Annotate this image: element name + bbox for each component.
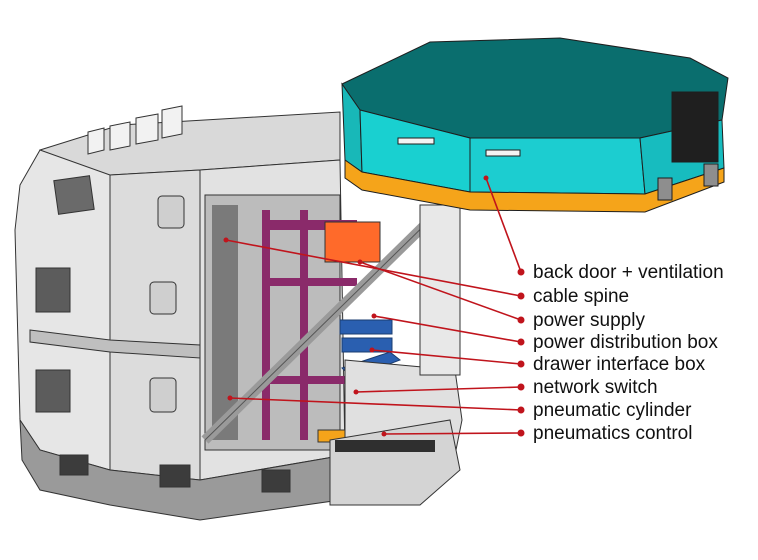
leader-anchor bbox=[227, 395, 233, 401]
back-door-assembly bbox=[341, 37, 729, 213]
door-bracket bbox=[657, 177, 673, 201]
leader-dot bbox=[517, 406, 525, 414]
callout-label: pneumatic cylinder bbox=[533, 400, 692, 421]
rack-crossbar bbox=[262, 278, 357, 286]
cable-duct bbox=[335, 440, 435, 452]
base-pad bbox=[59, 454, 89, 476]
leader-line bbox=[359, 261, 522, 321]
roof-box bbox=[87, 127, 105, 155]
leader-anchor bbox=[357, 259, 363, 265]
callout-label: cable spine bbox=[533, 286, 629, 307]
callout-label: back door + ventilation bbox=[533, 262, 724, 283]
cable-comb bbox=[212, 205, 238, 440]
leader-dot bbox=[517, 383, 525, 391]
blue-module bbox=[341, 337, 393, 353]
roof-box bbox=[109, 121, 131, 151]
side-shelf bbox=[29, 329, 201, 359]
callout-power-supply: power supply bbox=[357, 259, 645, 331]
vent-upper bbox=[35, 267, 71, 313]
rack-interior bbox=[201, 194, 463, 506]
access-plate bbox=[149, 281, 177, 315]
rack-crossbar bbox=[262, 220, 357, 230]
access-plate bbox=[149, 377, 177, 413]
callout-cable-spine: cable spine bbox=[223, 237, 629, 307]
callout-power-distribution-box: power distribution box bbox=[371, 313, 718, 353]
callout-label: pneumatics control bbox=[533, 423, 692, 444]
callout-drawer-interface-box: drawer interface box bbox=[369, 347, 706, 375]
base-pad bbox=[261, 469, 291, 493]
door-side-face bbox=[469, 137, 646, 195]
leader-anchor bbox=[483, 175, 489, 181]
callout-label: power supply bbox=[533, 310, 645, 331]
callout-label: drawer interface box bbox=[533, 354, 706, 375]
roof-box bbox=[135, 113, 159, 145]
callout-network-switch: network switch bbox=[353, 377, 658, 398]
blue-module bbox=[339, 319, 393, 335]
leader-anchor bbox=[369, 347, 375, 353]
leader-dot bbox=[517, 338, 525, 346]
rack-rail bbox=[262, 210, 270, 440]
leader-anchor bbox=[353, 389, 359, 395]
ventilation-grille bbox=[671, 91, 719, 163]
vent-top bbox=[53, 175, 95, 215]
callout-back-door-ventilation: back door + ventilation bbox=[483, 175, 724, 283]
diagonal-strut-edge bbox=[204, 209, 441, 441]
base-pad bbox=[159, 464, 191, 488]
door-handle bbox=[397, 137, 435, 145]
leader-line bbox=[225, 239, 522, 297]
leader-dot bbox=[517, 268, 525, 276]
door-band bbox=[344, 159, 725, 213]
access-plate bbox=[157, 195, 185, 229]
callout-label: network switch bbox=[533, 377, 658, 398]
callout-pneumatic-cylinder: pneumatic cylinder bbox=[227, 395, 692, 421]
callout-pneumatics-control: pneumatics control bbox=[381, 423, 692, 444]
orange-module bbox=[324, 221, 381, 263]
leader-line bbox=[371, 349, 522, 365]
leader-dot bbox=[517, 316, 525, 324]
rack-rail bbox=[300, 210, 308, 440]
rack-crossbar bbox=[262, 376, 357, 384]
callout-label: power distribution box bbox=[533, 332, 718, 353]
enclosure-middle-wall bbox=[109, 169, 201, 481]
leader-line bbox=[355, 386, 522, 393]
leader-dot bbox=[517, 429, 525, 437]
roof-box bbox=[161, 105, 183, 139]
callout-layer: back door + ventilation cable spine power … bbox=[223, 175, 724, 444]
leader-line bbox=[383, 432, 522, 435]
vent-lower bbox=[35, 369, 71, 413]
door-bracket bbox=[703, 163, 719, 187]
leader-line bbox=[373, 315, 522, 343]
door-handle bbox=[485, 149, 521, 157]
leader-line bbox=[485, 177, 522, 273]
leader-dot bbox=[517, 292, 525, 300]
leader-anchor bbox=[223, 237, 229, 243]
leader-dot bbox=[517, 360, 525, 368]
leader-anchor bbox=[381, 431, 387, 437]
leader-anchor bbox=[371, 313, 377, 319]
leader-line bbox=[229, 397, 522, 411]
